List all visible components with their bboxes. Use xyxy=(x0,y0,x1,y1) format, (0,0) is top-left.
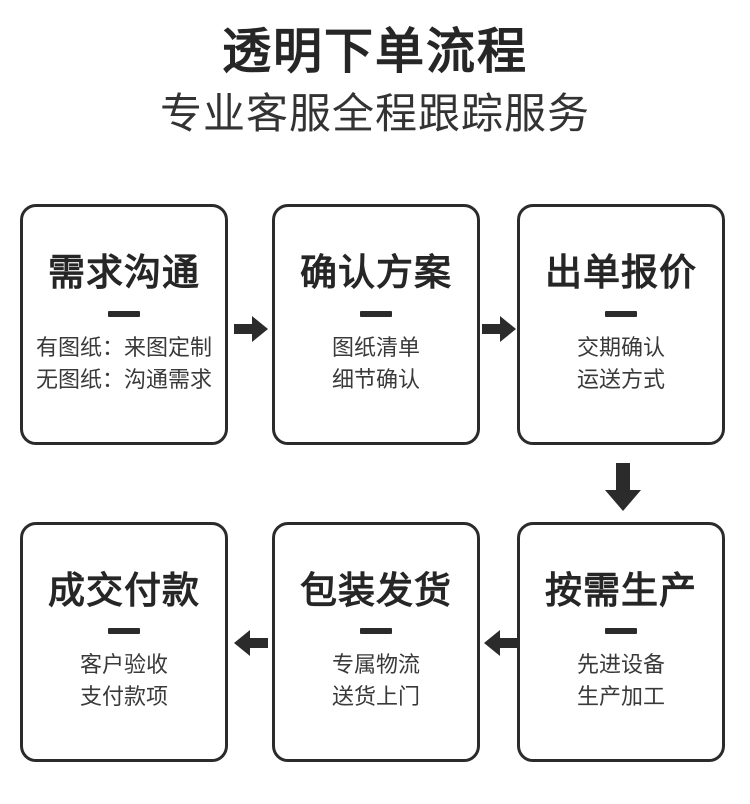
arrow-left-icon xyxy=(234,630,268,656)
flow-step-5-title: 包装发货 xyxy=(300,569,452,611)
arrow-down-icon xyxy=(605,463,641,511)
flow-step-5: 包装发货 专属物流 送货上门 xyxy=(272,522,480,762)
flow-step-6: 成交付款 客户验收 支付款项 xyxy=(20,522,228,762)
arrow-right-icon xyxy=(482,316,516,342)
flow-step-4-line-2: 生产加工 xyxy=(576,684,665,710)
arrow-left-icon xyxy=(484,630,518,656)
flow-step-3-divider xyxy=(605,310,637,317)
flow-step-4-details: 先进设备 生产加工 xyxy=(577,649,665,713)
flow-step-5-divider xyxy=(360,628,392,635)
flow-step-5-line-2: 送货上门 xyxy=(331,684,420,710)
flow-step-4-title: 按需生产 xyxy=(545,569,697,611)
flow-step-3-line-1: 交期确认 xyxy=(576,334,665,360)
flow-step-4: 按需生产 先进设备 生产加工 xyxy=(517,522,725,762)
flow-step-6-divider xyxy=(108,628,140,635)
page-title: 透明下单流程 xyxy=(221,25,528,79)
page-subtitle: 专业客服全程跟踪服务 xyxy=(159,90,590,138)
flow-step-3-details: 交期确认 运送方式 xyxy=(577,332,665,396)
flow-step-6-line-2: 支付款项 xyxy=(79,684,168,710)
flow-step-2-details: 图纸清单 细节确认 xyxy=(332,332,420,396)
flow-step-6-title: 成交付款 xyxy=(48,569,200,611)
flow-step-2-divider xyxy=(360,310,392,317)
flow-step-6-details: 客户验收 支付款项 xyxy=(80,649,168,713)
flow-step-3-title: 出单报价 xyxy=(545,252,697,294)
flow-step-4-divider xyxy=(605,628,637,635)
header: 透明下单流程 专业客服全程跟踪服务 xyxy=(0,24,750,141)
flow-step-1-line-1: 有图纸：来图定制 xyxy=(35,334,212,360)
flow-step-4-line-1: 先进设备 xyxy=(576,652,665,678)
flow-step-1-details: 有图纸：来图定制 无图纸：沟通需求 xyxy=(36,332,212,396)
flow-step-6-line-1: 客户验收 xyxy=(79,652,168,678)
flow-step-1-divider xyxy=(108,310,140,317)
flow-step-2-line-2: 细节确认 xyxy=(331,366,420,392)
flow-step-3: 出单报价 交期确认 运送方式 xyxy=(517,204,725,445)
flow-step-5-line-1: 专属物流 xyxy=(331,652,420,678)
flow-step-1-line-2: 无图纸：沟通需求 xyxy=(35,366,212,392)
flow-step-3-line-2: 运送方式 xyxy=(576,366,665,392)
arrow-right-icon xyxy=(234,316,268,342)
flow-step-2: 确认方案 图纸清单 细节确认 xyxy=(272,204,480,445)
flow-step-5-details: 专属物流 送货上门 xyxy=(332,649,420,713)
flow-step-2-title: 确认方案 xyxy=(300,252,452,294)
flow-step-1: 需求沟通 有图纸：来图定制 无图纸：沟通需求 xyxy=(20,204,228,445)
flow-step-1-title: 需求沟通 xyxy=(48,252,200,294)
flow-step-2-line-1: 图纸清单 xyxy=(331,334,420,360)
